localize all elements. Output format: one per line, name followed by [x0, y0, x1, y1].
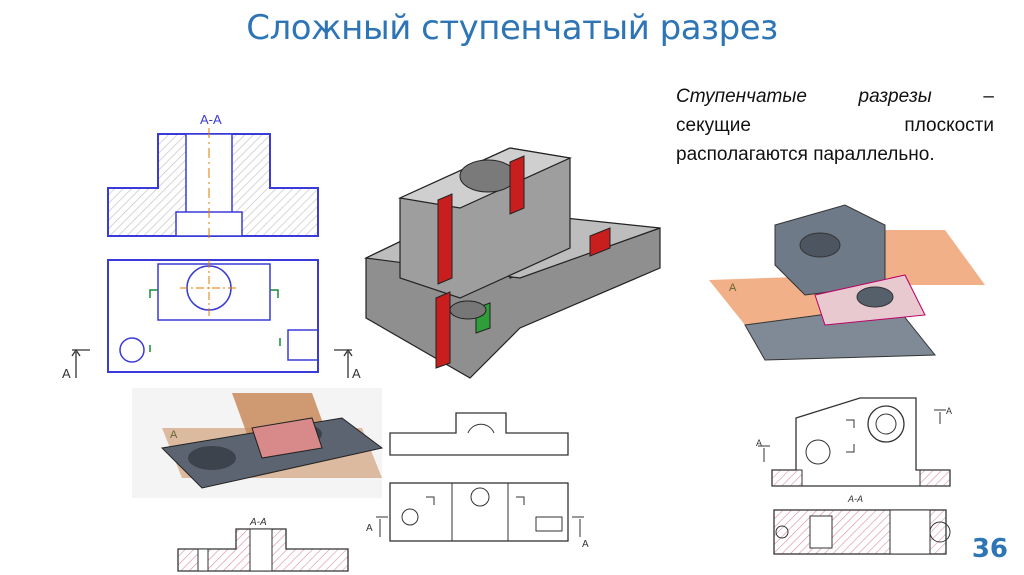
arrow-label-left-br: А	[756, 438, 762, 448]
arrow-label-left-bm: А	[366, 523, 373, 534]
orthographic-drawing-top-left: А-А А А	[62, 112, 361, 381]
pictorial-bottom-left: А	[132, 388, 384, 498]
section-label: А-А	[200, 112, 222, 127]
plane-label-bl: А	[170, 429, 178, 441]
arrow-label-left: А	[62, 366, 71, 381]
description-line-3: располагаются параллельно.	[676, 144, 935, 165]
dash-text: –	[983, 86, 994, 107]
description-line-2: секущие плоскости	[676, 115, 994, 136]
slide-title: Сложный ступенчатый разрез	[246, 8, 778, 48]
pictorial-with-planes: А	[709, 204, 985, 361]
orthographic-bottom-right: А А А-А	[756, 397, 952, 555]
term-text: Ступенчатые разрезы	[676, 86, 932, 107]
plane-label: А	[729, 282, 737, 294]
arrow-label-right-bm: А	[582, 539, 589, 550]
description-text: Ступенчатые разрезы – секущие плоскости …	[676, 82, 994, 169]
arrow-label-right-br: А	[946, 406, 952, 416]
page-number: 36	[971, 534, 1008, 564]
section-label-bm: А-А	[249, 517, 267, 528]
arrow-label-right: А	[352, 366, 361, 381]
orthographic-bottom-middle: А А А-А	[177, 412, 589, 572]
section-label-br: А-А	[847, 494, 863, 504]
isometric-model-center	[363, 147, 661, 379]
